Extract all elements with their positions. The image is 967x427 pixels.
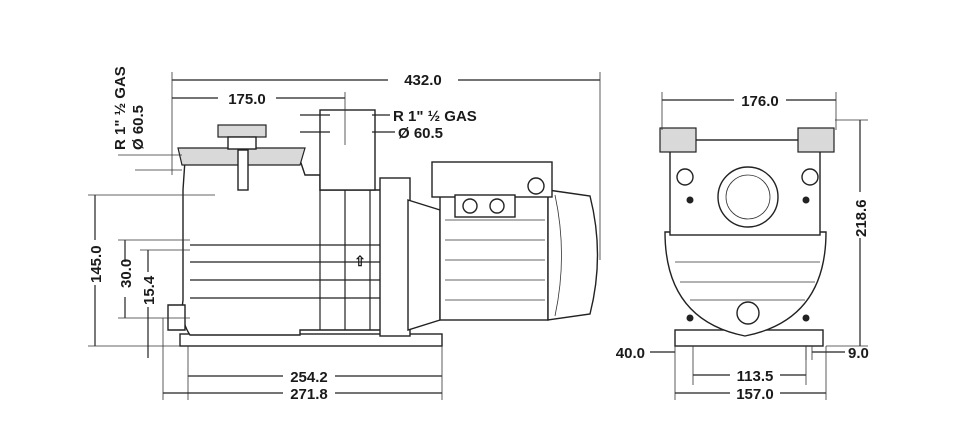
pump-flange	[379, 177, 411, 337]
dim-foot-width: 157.0	[736, 386, 774, 403]
dim-outlet-diameter: Ø 60.5	[398, 125, 443, 142]
front-dimensions: 176.0 218.6 40.0 9.0 113.5 157.0	[616, 90, 870, 403]
front-pump-volute	[664, 231, 827, 337]
dim-inlet-diameter: Ø 60.5	[130, 105, 147, 150]
dim-total-base-length: 271.8	[290, 386, 328, 403]
dim-inlet-height: 30.0	[118, 259, 135, 288]
front-view	[659, 127, 835, 347]
lid-knob-stem	[227, 136, 257, 150]
front-right-knob	[797, 127, 835, 153]
dim-hole-diameter: 9.0	[848, 345, 869, 362]
dim-inlet-thread: R 1" ½ GAS	[112, 66, 129, 150]
lid-screw	[237, 149, 249, 191]
dim-inlet-spacing: 175.0	[228, 91, 266, 108]
dim-base-height: 15.4	[141, 275, 158, 305]
side-dimensions: 432.0 175.0 R 1" ½ GAS Ø 60.5 R 1" ½ GAS…	[85, 66, 601, 403]
side-view: ⇧	[167, 109, 599, 347]
drain-plug-icon	[736, 301, 760, 325]
outlet-pipe	[319, 109, 376, 191]
motor-adapter	[407, 199, 441, 331]
flow-direction-icon: ⇧	[354, 253, 366, 269]
side-base-plate	[179, 333, 443, 347]
dim-front-width: 176.0	[741, 93, 779, 110]
dim-front-height: 218.6	[853, 199, 870, 237]
front-left-knob	[659, 127, 697, 153]
motor-fan-cover	[547, 189, 599, 321]
dim-foot-offset: 40.0	[616, 345, 645, 362]
inlet-spout	[167, 304, 186, 331]
cable-gland-icon	[527, 177, 545, 195]
dim-height-left: 145.0	[88, 245, 105, 283]
dim-outlet-thread: R 1" ½ GAS	[393, 108, 477, 125]
dim-overall-length: 432.0	[404, 72, 442, 89]
front-outlet-port	[717, 166, 779, 228]
dim-base-length: 254.2	[290, 369, 328, 386]
dim-hole-spacing: 113.5	[737, 368, 774, 385]
lid-knob	[217, 124, 267, 138]
